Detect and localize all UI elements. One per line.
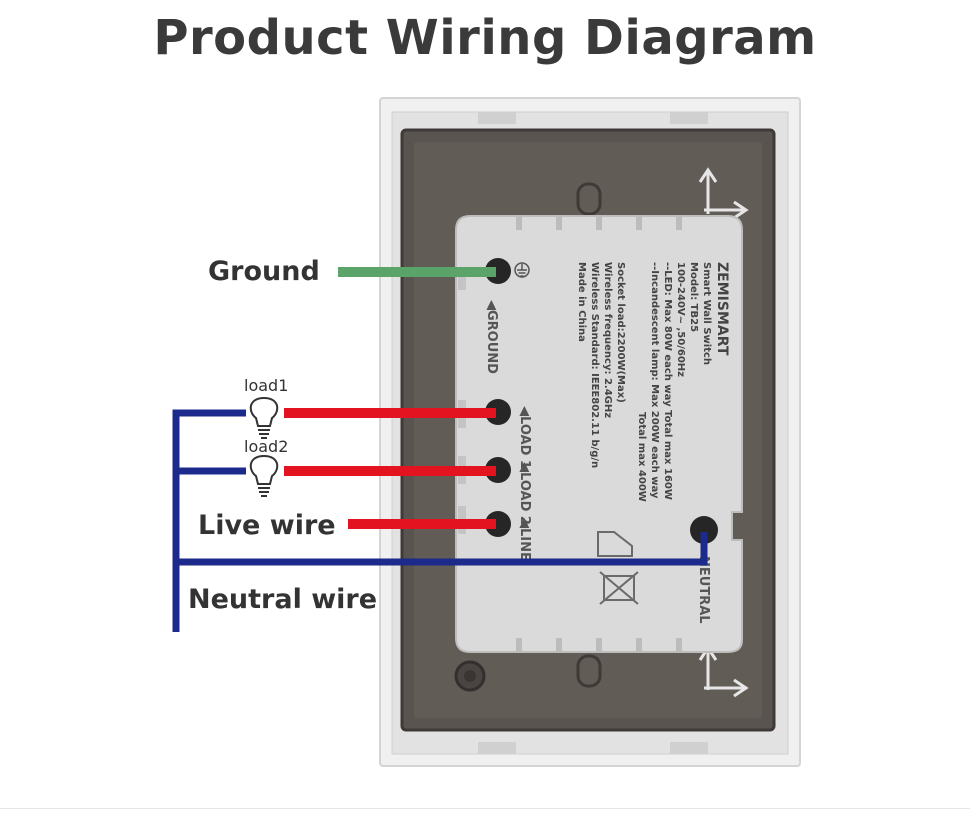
product-label-line: --Incandescent lamp: Max 200W each way: [649, 262, 660, 499]
product-label-line: 100-240V~ ,50/60Hz: [675, 262, 686, 377]
product-label-line: Made in China: [576, 262, 587, 342]
ground-label: Ground: [208, 256, 320, 287]
neutral-wire: [172, 409, 708, 632]
frame-clip: [478, 742, 516, 754]
bulb-icon: [249, 396, 279, 439]
product-brand: ZEMISMART: [714, 262, 730, 356]
terminal-label-load1: ◀LOAD 1: [517, 406, 532, 469]
bulb-icon: [249, 454, 279, 497]
product-label-line: --LED: Max 80W each way Total max 160W: [662, 262, 673, 500]
terminal-neutral: [690, 516, 718, 544]
weee-bin-icon: [599, 571, 639, 605]
neutral-wire-label: Neutral wire: [188, 584, 377, 615]
diagram-title: Product Wiring Diagram: [153, 10, 817, 66]
bottom-divider: [0, 808, 970, 809]
terminal-line: [485, 511, 511, 537]
housing-slot-top: [576, 182, 602, 216]
ground-symbol-icon: [514, 262, 530, 278]
frame-clip: [670, 742, 708, 754]
frame-clip: [670, 112, 708, 124]
terminal-label-ground: ◀GROUND: [484, 300, 499, 374]
live-wire-label: Live wire: [198, 510, 336, 541]
product-label-line: Wireless Standard: IEEE802.11 b/g/n: [589, 262, 600, 468]
plate-notches: [516, 216, 682, 652]
terminal-ground: [485, 258, 511, 284]
load2-label: load2: [244, 437, 288, 456]
terminal-label-load2: ◀LOAD 2: [517, 462, 532, 525]
product-label-line: Model: TB25: [688, 262, 699, 332]
up-arrow-mark-top: [698, 167, 749, 220]
housing-slot-bottom: [576, 654, 602, 688]
terminal-label-line: ◀LINE: [517, 518, 532, 561]
product-label-line: Total max 400W: [636, 412, 647, 502]
load1-label: load1: [244, 376, 288, 395]
product-label-line: Wireless frequency: 2.4GHz: [602, 262, 613, 418]
product-label-line: Smart Wall Switch: [701, 262, 712, 365]
frame-clip: [478, 112, 516, 124]
product-label-line: Socket load:2200W(Max): [615, 262, 626, 403]
terminal-screws: [485, 258, 718, 544]
mounting-screw-center: [464, 670, 476, 682]
terminal-load2: [485, 457, 511, 483]
terminal-load1: [485, 399, 511, 425]
product-label: ZEMISMART Smart Wall Switch Model: TB25 …: [576, 262, 730, 502]
terminal-plate: [455, 215, 743, 653]
terminal-label-neutral: NEUTRAL: [696, 556, 711, 624]
indoor-use-icon: [597, 531, 633, 557]
